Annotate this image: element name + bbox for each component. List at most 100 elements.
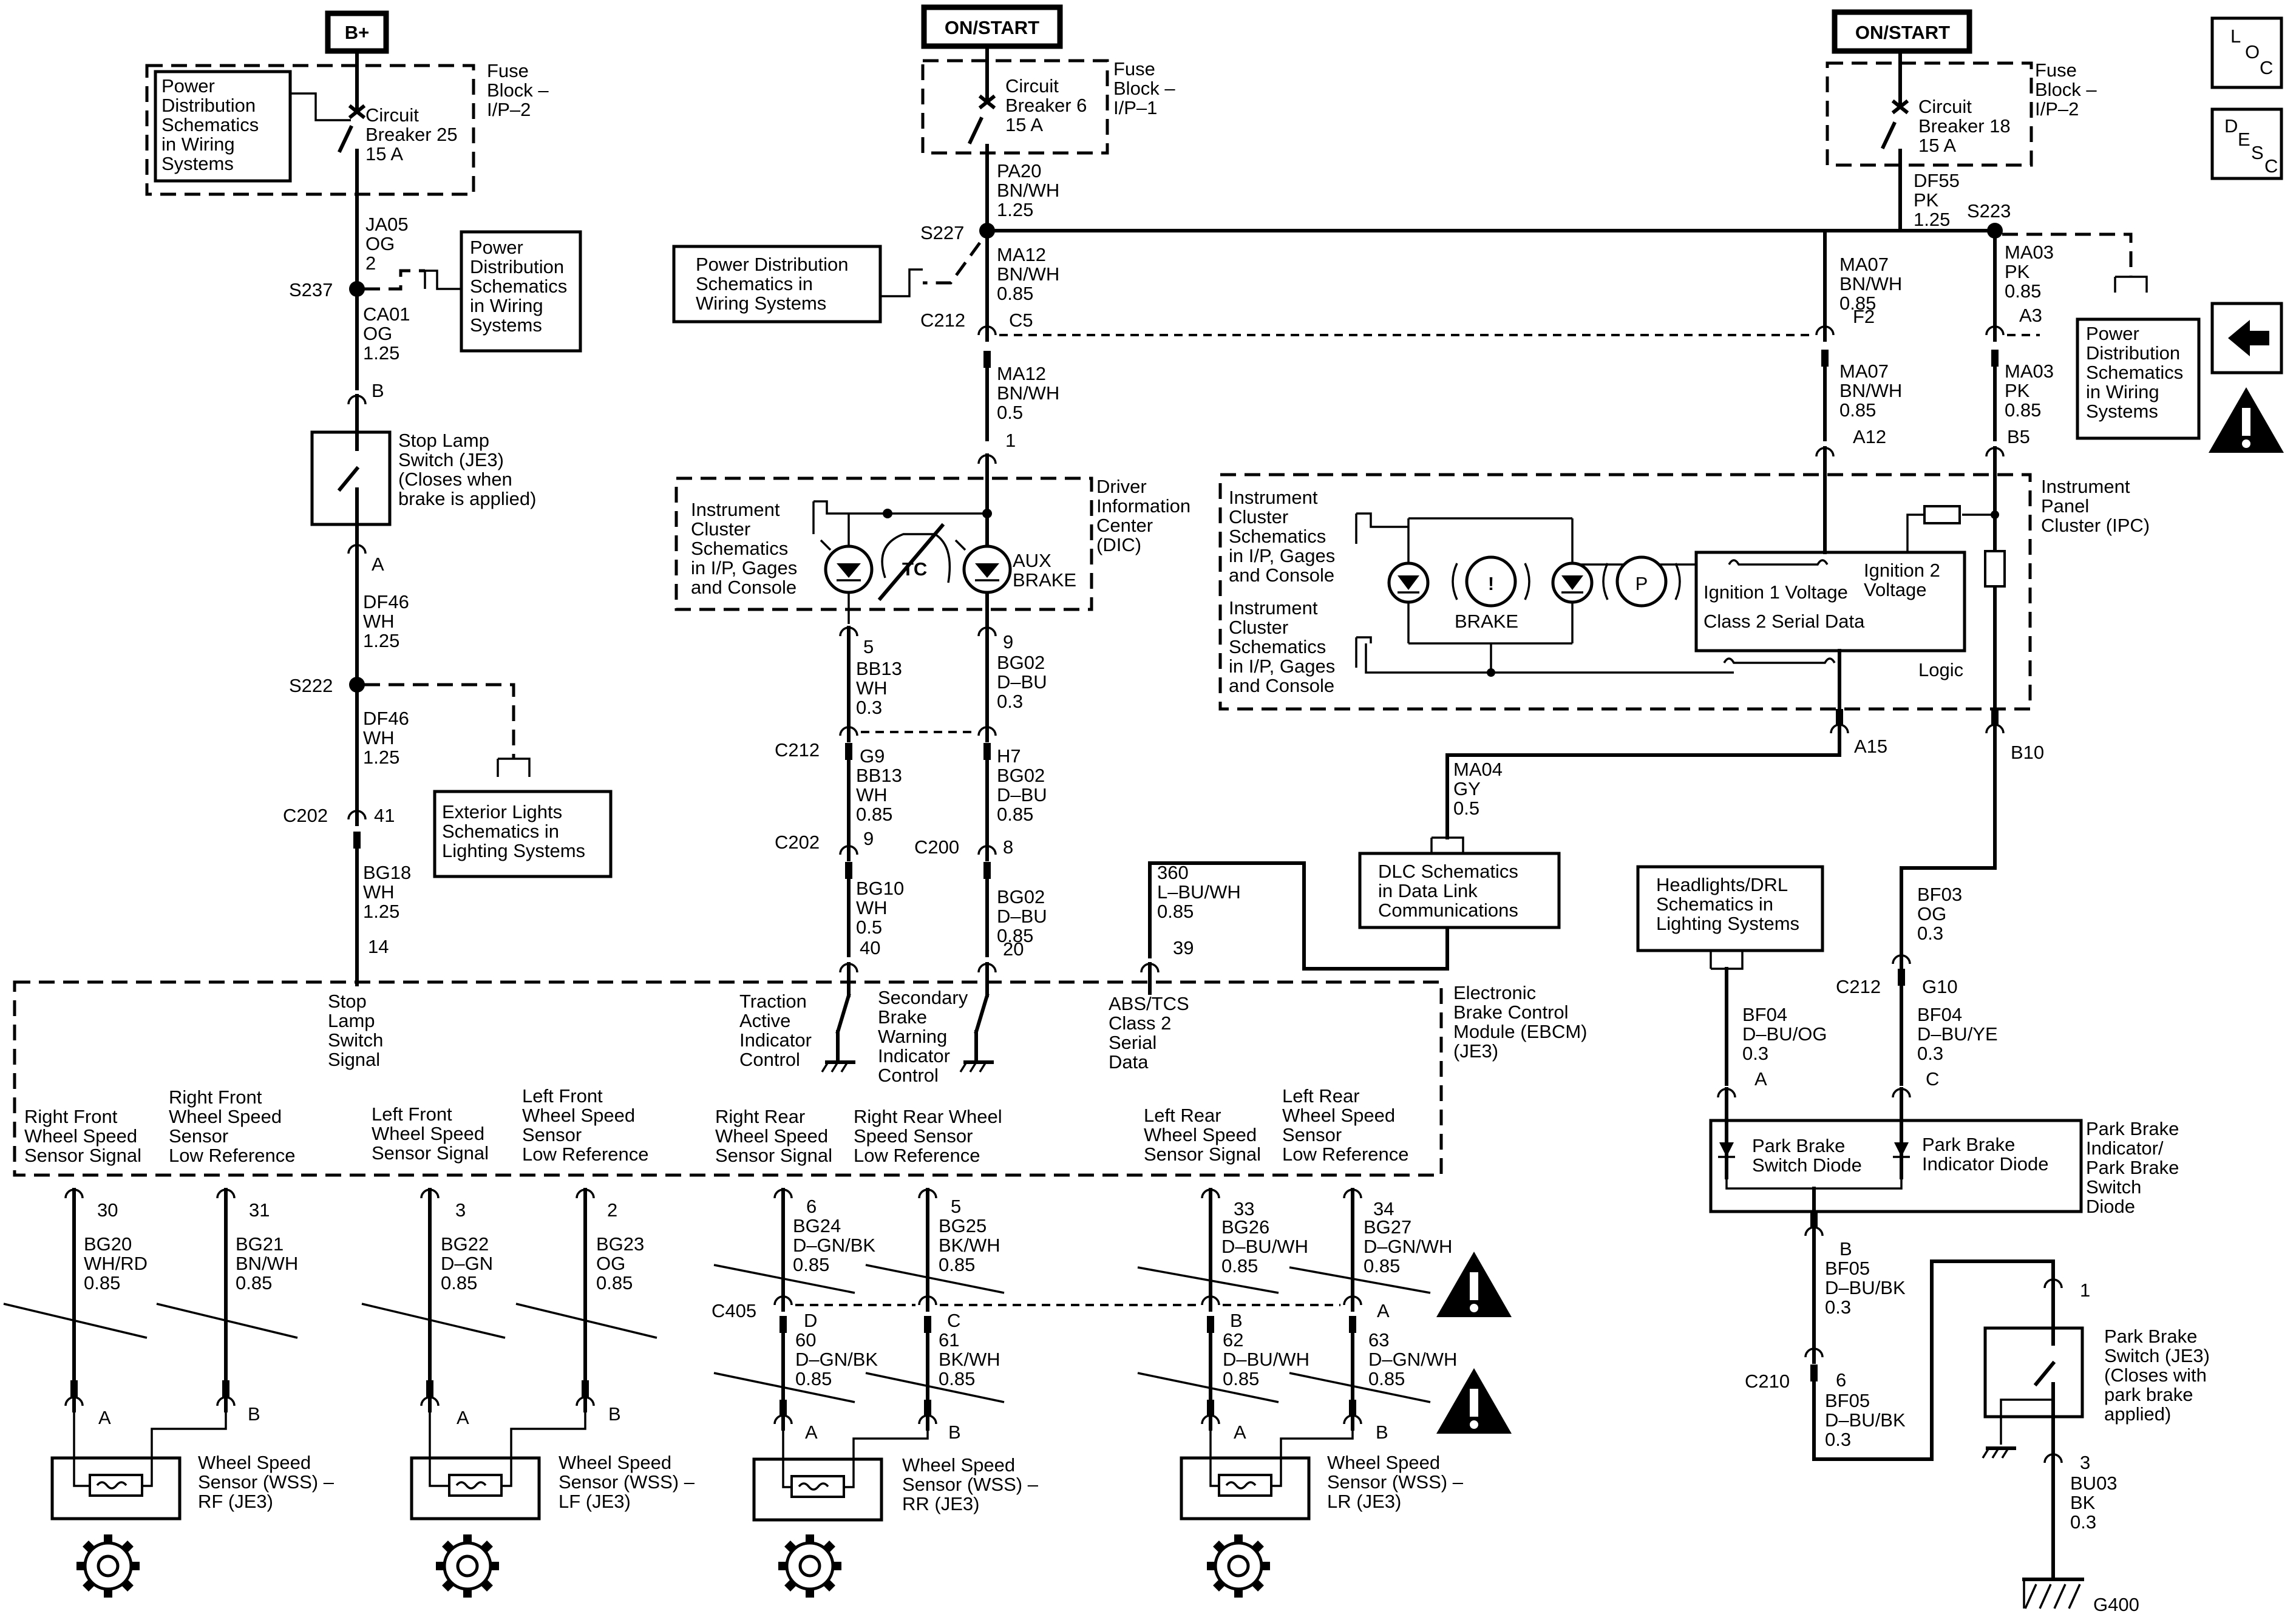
wss-rr-circuit [713, 1190, 1201, 1598]
traction-control-output [822, 975, 1152, 1072]
driver-information-center: TC [674, 467, 1093, 626]
rf-pin-31: 31 [249, 1199, 270, 1221]
pin-9-dic: 9 [1003, 631, 1013, 653]
stop-lamp-switch [310, 407, 392, 544]
pin-a15: A15 [1854, 736, 1887, 757]
pin-b-bf05: B [1839, 1238, 1852, 1259]
circuit-breaker-25 [338, 104, 366, 160]
lr-pin-a-c405: A [1377, 1300, 1390, 1321]
brake-warning-symbol: ! [1488, 573, 1494, 594]
park-brake-diode-module [1709, 1100, 2083, 1213]
svg-text:C: C [2264, 155, 2278, 177]
pin-f2: F2 [1853, 306, 1875, 327]
connector-c212-right: C212 [1836, 976, 1881, 997]
rf-pin-a: A [98, 1407, 111, 1428]
ign1-label: Ignition 1 Voltage [1703, 581, 1848, 603]
instrument-panel-cluster: ! P [1218, 459, 2032, 713]
pin-6: 6 [1836, 1369, 1846, 1391]
lr-pin-b-c405: B [1230, 1310, 1243, 1331]
loc-icon[interactable]: L O C [2210, 16, 2283, 89]
on-start-supply-right: ON/START [1832, 9, 1972, 54]
connector-c200: C200 [914, 836, 959, 858]
rf-pin-30: 30 [97, 1199, 118, 1221]
wss-lf-circuit [361, 1190, 657, 1598]
splice-s237: S237 [289, 279, 333, 300]
wss-rf-circuit [3, 1190, 298, 1598]
pin-a-stop: A [372, 554, 384, 575]
park-symbol: P [1635, 573, 1648, 594]
lf-pin-a: A [457, 1407, 469, 1428]
pin-8: 8 [1003, 836, 1013, 858]
pin-5-dic: 5 [863, 636, 874, 657]
rr-pin-5: 5 [951, 1196, 961, 1217]
lr-pin-a: A [1234, 1422, 1246, 1443]
park-brake-switch [1983, 1291, 2084, 1458]
connector-c202-mid: C202 [775, 832, 820, 853]
lf-pin-b: B [608, 1403, 621, 1425]
rr-pin-a: A [805, 1422, 818, 1443]
lr-pin-33: 33 [1234, 1198, 1254, 1219]
pin-41: 41 [374, 805, 395, 826]
connector-c212-b: C212 [775, 739, 820, 761]
lf-pin-2: 2 [607, 1199, 617, 1221]
tc-symbol: TC [902, 558, 927, 580]
svg-text:S: S [2251, 142, 2264, 163]
back-arrow-icon[interactable] [2210, 302, 2283, 375]
brake-label: BRAKE [1455, 611, 1518, 632]
rr-pin-d: D [804, 1310, 817, 1331]
pin-g10: G10 [1922, 976, 1958, 997]
desc-icon[interactable]: D E S C [2210, 107, 2283, 180]
pin-14: 14 [368, 936, 389, 957]
svg-text:L: L [2230, 25, 2241, 47]
logic-label: Logic [1918, 659, 1963, 680]
pin-9-c202: 9 [863, 828, 874, 849]
b-plus-supply: B+ [325, 10, 389, 54]
lr-pin-34: 34 [1373, 1198, 1394, 1219]
